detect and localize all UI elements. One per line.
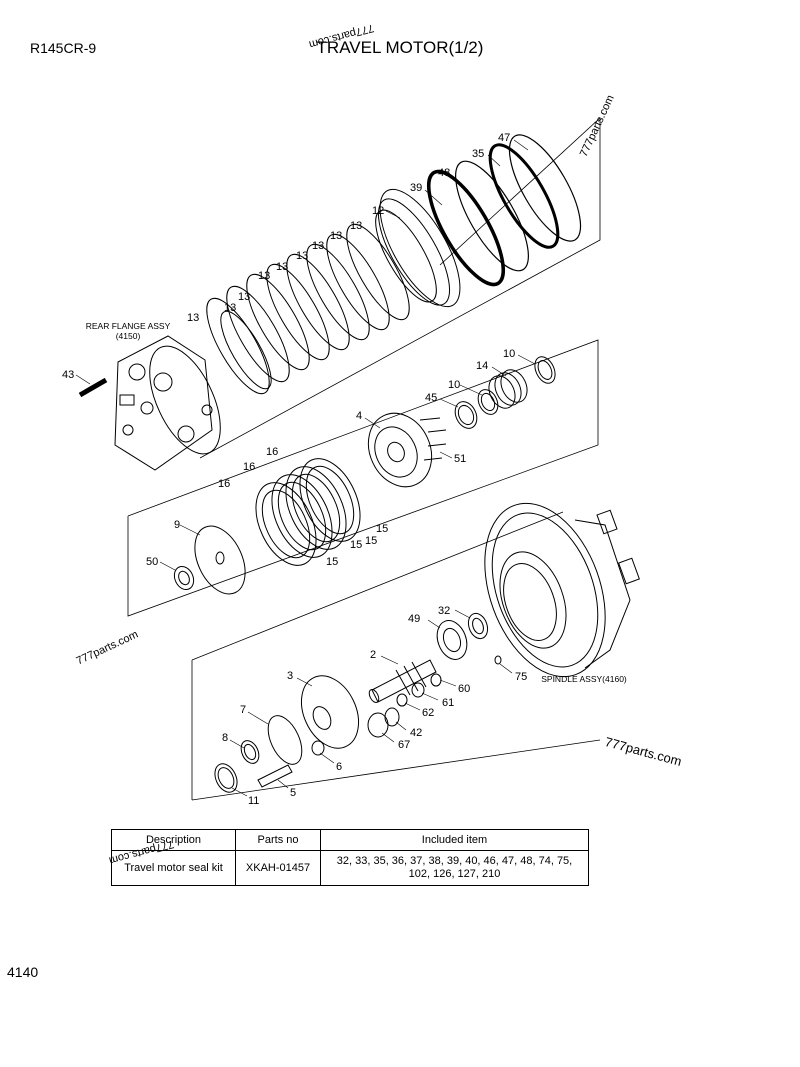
callout-label: 13: [276, 261, 288, 273]
cylinder-block-4: [367, 412, 447, 488]
model-code: R145CR-9: [30, 40, 97, 56]
rear-flange-label: REAR FLANGE ASSY: [86, 321, 171, 331]
callout-label: 35: [472, 148, 484, 160]
small-parts: [367, 673, 442, 738]
seal-rings: [427, 134, 582, 287]
kit-part-no: XKAH-01457: [235, 850, 321, 886]
callout-label: 16: [266, 446, 278, 458]
callout-label: 50: [146, 556, 158, 568]
callout-label: 42: [410, 727, 422, 739]
callout-label: 47: [498, 132, 510, 144]
bearing-49: [436, 612, 489, 660]
callout-label: 3: [287, 670, 293, 682]
callout-label: 60: [458, 683, 470, 695]
page-title: TRAVEL MOTOR(1/2): [316, 38, 484, 57]
callout-label: 15: [350, 539, 362, 551]
callout-label: 16: [243, 461, 255, 473]
callout-labels: 47 35 48 39 12 13 13 13 13 13 13 13 13 1…: [62, 132, 527, 807]
callout-label: 51: [454, 453, 466, 465]
callout-label: 48: [438, 167, 450, 179]
retainer-7: [214, 715, 325, 793]
callout-label: 13: [224, 302, 236, 314]
assembly-labels: REAR FLANGE ASSY (4150) SPINDLE ASSY(416…: [86, 321, 627, 684]
spring-stack: [206, 223, 410, 395]
callout-label: 15: [326, 556, 338, 568]
spindle-assy: [484, 502, 640, 678]
callout-label: 62: [422, 707, 434, 719]
callout-label: 13: [258, 270, 270, 282]
callout-label: 15: [376, 523, 388, 535]
callout-label: 43: [62, 369, 74, 381]
column-header-parts-no: Parts no: [235, 829, 321, 851]
callout-label: 67: [398, 739, 410, 751]
clutch-plates: [255, 458, 361, 566]
callout-label: 4: [356, 410, 362, 422]
callout-label: 2: [370, 649, 376, 661]
callout-label: 61: [442, 697, 454, 709]
frame-lines: [127, 117, 601, 801]
kit-description: Travel motor seal kit: [111, 850, 236, 886]
swash-plate-9: [173, 525, 246, 595]
table-header-row: Description Parts no Included item: [111, 829, 589, 851]
callout-label: 45: [425, 392, 437, 404]
shaft-2: [368, 659, 437, 703]
included-items-line: 32, 33, 35, 36, 37, 38, 39, 40, 46, 47, …: [336, 855, 573, 867]
kit-included-items: 32, 33, 35, 36, 37, 38, 39, 40, 46, 47, …: [320, 850, 589, 886]
callout-label: 39: [410, 182, 422, 194]
callout-label: 6: [336, 761, 342, 773]
rear-flange-number: (4150): [116, 331, 141, 341]
check-valve-parts: [454, 356, 556, 429]
table-row: Travel motor seal kit XKAH-01457 32, 33,…: [111, 850, 589, 886]
callout-label: 12: [372, 205, 384, 217]
callout-label: 11: [248, 795, 259, 807]
included-items-line: 102, 126, 127, 210: [408, 868, 501, 880]
callout-label: 49: [408, 613, 420, 625]
callout-label: 13: [312, 240, 324, 252]
callout-label: 32: [438, 605, 450, 617]
callout-label: 10: [503, 348, 515, 360]
rear-flange-assy: [78, 335, 221, 471]
column-header-description: Description: [111, 829, 236, 851]
spindle-assy-label: SPINDLE ASSY(4160): [541, 674, 627, 684]
callout-label: 13: [187, 312, 199, 324]
callout-label: 13: [238, 291, 250, 303]
callout-label: 13: [330, 230, 342, 242]
callout-label: 75: [515, 671, 527, 683]
callout-label: 15: [365, 535, 377, 547]
page-number: 4140: [7, 964, 39, 980]
callout-label: 13: [350, 220, 362, 232]
callout-label: 14: [476, 360, 488, 372]
callout-label: 13: [296, 250, 308, 262]
callout-label: 16: [218, 478, 230, 490]
leader-lines: [75, 139, 536, 797]
seal-kit-table: Description Parts no Included item Trave…: [111, 829, 589, 886]
callout-label: 7: [240, 704, 246, 716]
valve-plate-3: [300, 675, 360, 749]
callout-label: 8: [222, 732, 228, 744]
callout-label: 9: [174, 519, 180, 531]
callout-label: 5: [290, 787, 296, 799]
callout-label: 10: [448, 379, 460, 391]
piston-12: [375, 188, 461, 308]
column-header-included-item: Included item: [320, 829, 589, 851]
